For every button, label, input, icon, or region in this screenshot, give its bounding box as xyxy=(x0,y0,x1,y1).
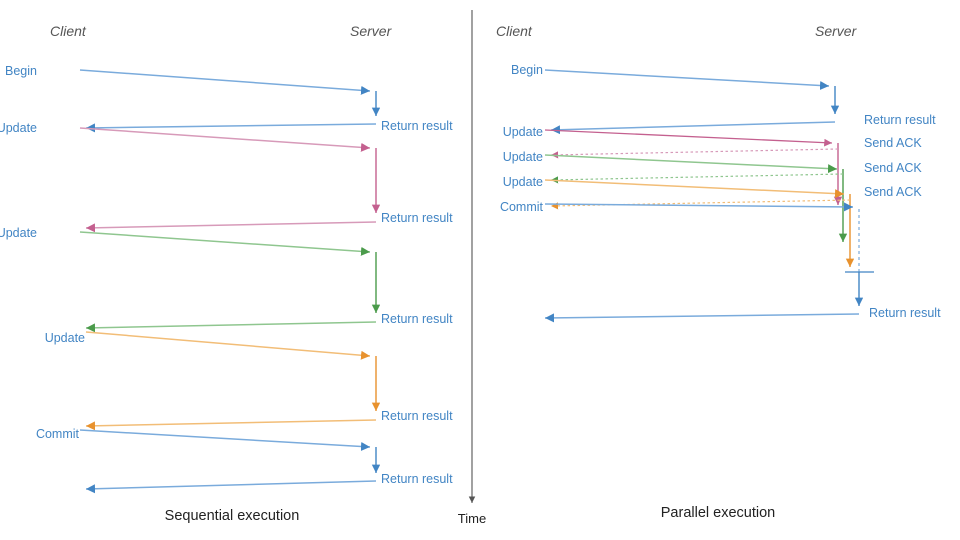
client-lane-label: Client xyxy=(50,23,87,39)
message-group-update-1: Update Return result xyxy=(0,121,453,233)
request-arrow-commit xyxy=(79,429,371,451)
request-arrow-update-1-parallel xyxy=(544,129,833,147)
request-arrow-begin-parallel xyxy=(544,69,830,90)
response-label-commit: Return result xyxy=(381,472,453,486)
request-label-update-2-parallel: Update xyxy=(503,150,543,164)
response-arrow-update-2 xyxy=(85,321,377,333)
client-lane-label-parallel: Client xyxy=(496,23,533,39)
response-label-commit-parallel: Return result xyxy=(869,306,941,320)
request-arrow-begin xyxy=(79,69,371,95)
ack-arrow-update-2-parallel xyxy=(550,173,844,184)
response-arrow-commit-parallel xyxy=(544,313,860,323)
response-label-update-3-parallel: Send ACK xyxy=(864,185,922,199)
request-label-update-1-parallel: Update xyxy=(503,125,543,139)
response-label-begin-parallel: Return result xyxy=(864,113,936,127)
request-label-begin: Begin xyxy=(5,64,37,78)
response-label-update-3: Return result xyxy=(381,409,453,423)
message-group-update-2-parallel: Update Send ACK xyxy=(503,150,922,242)
server-lane-label: Server xyxy=(350,23,393,39)
request-arrow-commit-parallel xyxy=(544,202,854,212)
ack-arrow-update-1-parallel xyxy=(550,148,839,159)
panel-sequential: Client Server Begin Return result Update… xyxy=(0,23,453,524)
request-label-commit: Commit xyxy=(36,427,80,441)
request-arrow-update-2 xyxy=(79,231,371,256)
time-axis: Time xyxy=(458,10,486,526)
request-label-update-2: Update xyxy=(0,226,37,240)
response-label-update-1-parallel: Send ACK xyxy=(864,136,922,150)
request-arrow-update-3-parallel xyxy=(544,179,845,199)
request-arrow-update-3 xyxy=(85,331,371,360)
request-arrow-update-1 xyxy=(79,127,371,152)
response-label-update-2: Return result xyxy=(381,312,453,326)
request-label-update-3-parallel: Update xyxy=(503,175,543,189)
request-arrow-update-2-parallel xyxy=(544,154,838,174)
message-group-update-2: Update Return result xyxy=(0,226,453,333)
message-group-commit-parallel: Commit Return result xyxy=(500,200,941,323)
message-group-update-3-parallel: Update Send ACK xyxy=(503,175,922,267)
request-label-begin-parallel: Begin xyxy=(511,63,543,77)
response-arrow-update-1 xyxy=(85,221,377,233)
time-axis-label: Time xyxy=(458,511,486,526)
server-lane-label-parallel: Server xyxy=(815,23,858,39)
request-label-commit-parallel: Commit xyxy=(500,200,544,214)
panel-caption-parallel: Parallel execution xyxy=(661,505,775,521)
response-label-update-1: Return result xyxy=(381,211,453,225)
message-group-begin: Begin Return result xyxy=(5,64,453,133)
message-group-update-1-parallel: Update Send ACK xyxy=(503,125,922,205)
message-group-commit: Commit Return result xyxy=(36,427,453,494)
response-arrow-begin xyxy=(85,123,377,133)
request-label-update-1: Update xyxy=(0,121,37,135)
response-arrow-begin-parallel xyxy=(550,121,836,135)
panel-caption-sequential: Sequential execution xyxy=(165,508,300,524)
response-label-begin: Return result xyxy=(381,119,453,133)
response-arrow-commit xyxy=(85,480,377,494)
response-label-update-2-parallel: Send ACK xyxy=(864,161,922,175)
message-group-update-3: Update Return result xyxy=(45,331,453,431)
message-group-begin-parallel: Begin Return result xyxy=(511,63,936,135)
panel-parallel: Client Server Begin Return result Update… xyxy=(496,23,941,521)
request-label-update-3: Update xyxy=(45,331,85,345)
response-arrow-update-3 xyxy=(85,419,377,431)
